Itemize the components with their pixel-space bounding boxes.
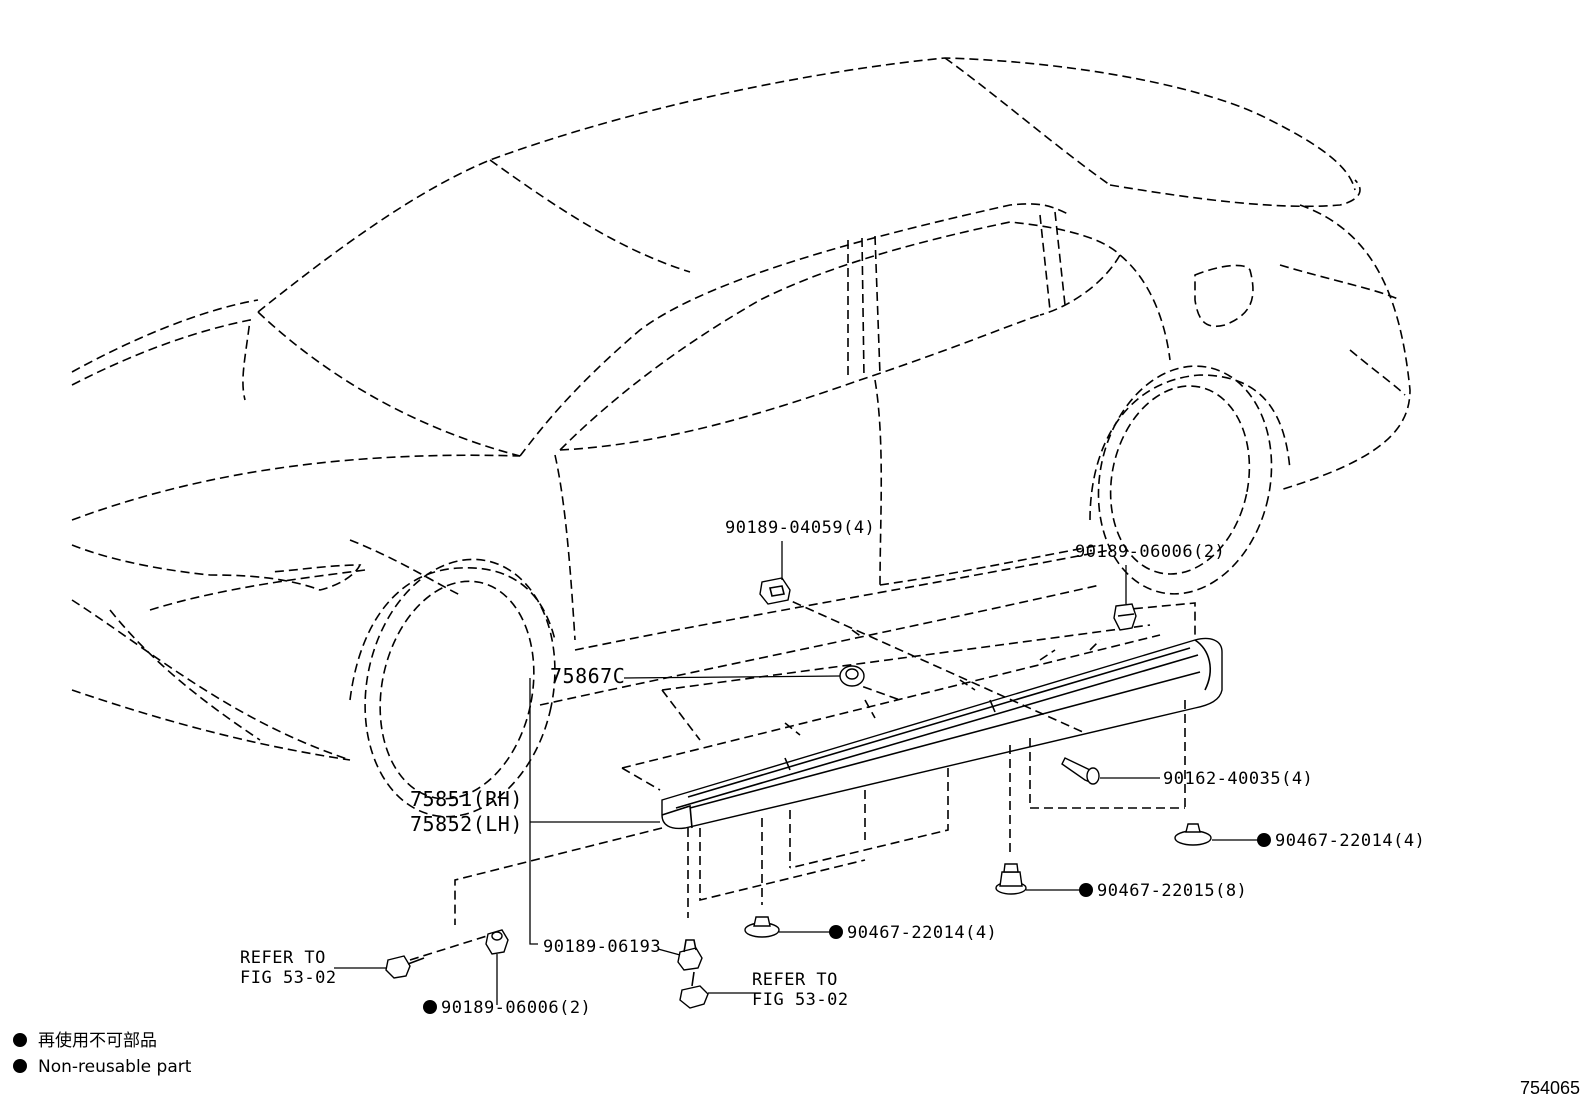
non-reusable-markers — [423, 833, 1271, 1014]
legend-text-en: Non-reusable part — [38, 1057, 192, 1077]
label-90467-22015: 90467-22015(8) — [1097, 881, 1247, 901]
label-75852-lh: 75852(LH) — [410, 812, 523, 836]
label-90189-06193: 90189-06193 — [543, 937, 661, 957]
marker-90467-22014-right — [1257, 833, 1271, 847]
leader-lines — [334, 541, 1268, 1005]
clip-90467-22014-right-part — [1174, 823, 1212, 846]
screw-90162-40035-part — [1061, 757, 1100, 785]
label-90162-40035: 90162-40035(4) — [1163, 769, 1313, 789]
bolt-refer-right-part — [679, 971, 709, 1009]
label-90467-22014-right: 90467-22014(4) — [1275, 831, 1425, 851]
callout-labels: 90189-04059(4) 90189-06006(2) 75867C 758… — [240, 518, 1425, 1018]
label-refer-right-2: FIG 53-02 — [752, 990, 849, 1010]
label-refer-right-1: REFER TO — [752, 970, 838, 990]
legend: 再使用不可部品 Non-reusable part — [13, 1030, 192, 1077]
bolt-refer-left-part — [385, 955, 425, 979]
label-90467-22014-mid: 90467-22014(4) — [847, 923, 997, 943]
assembly-guide-lines — [409, 595, 1196, 961]
legend-marker-2 — [13, 1059, 27, 1073]
marker-90467-22014-mid — [829, 925, 843, 939]
clip-90189-06193-part — [677, 939, 703, 971]
legend-marker-1 — [13, 1033, 27, 1047]
car-body-outline — [71, 57, 1411, 818]
cap-75867C-part — [839, 665, 865, 687]
marker-90467-22015 — [1079, 883, 1093, 897]
legend-text-ja: 再使用不可部品 — [38, 1030, 157, 1051]
clip-90189-04059-part — [759, 577, 791, 605]
label-refer-left-2: FIG 53-02 — [240, 968, 337, 988]
label-90189-06006-bottom: 90189-06006(2) — [441, 998, 591, 1018]
label-refer-left-1: REFER TO — [240, 948, 326, 968]
figure-number: 754065 — [1520, 1078, 1580, 1098]
clip-90189-06006-top-part — [1113, 603, 1137, 631]
clip-90467-22014-mid-part — [744, 916, 780, 938]
clip-90189-06006-bottom-part — [485, 929, 509, 955]
clip-90467-22015-part — [995, 863, 1027, 895]
marker-90189-06006-bottom — [423, 1000, 437, 1014]
label-75851-rh: 75851(RH) — [410, 787, 523, 811]
label-90189-04059: 90189-04059(4) — [725, 518, 875, 538]
rocker-panel-molding — [661, 637, 1223, 830]
small-parts — [385, 577, 1212, 1009]
label-90189-06006-top: 90189-06006(2) — [1075, 542, 1225, 562]
label-75867C: 75867C — [550, 664, 625, 688]
